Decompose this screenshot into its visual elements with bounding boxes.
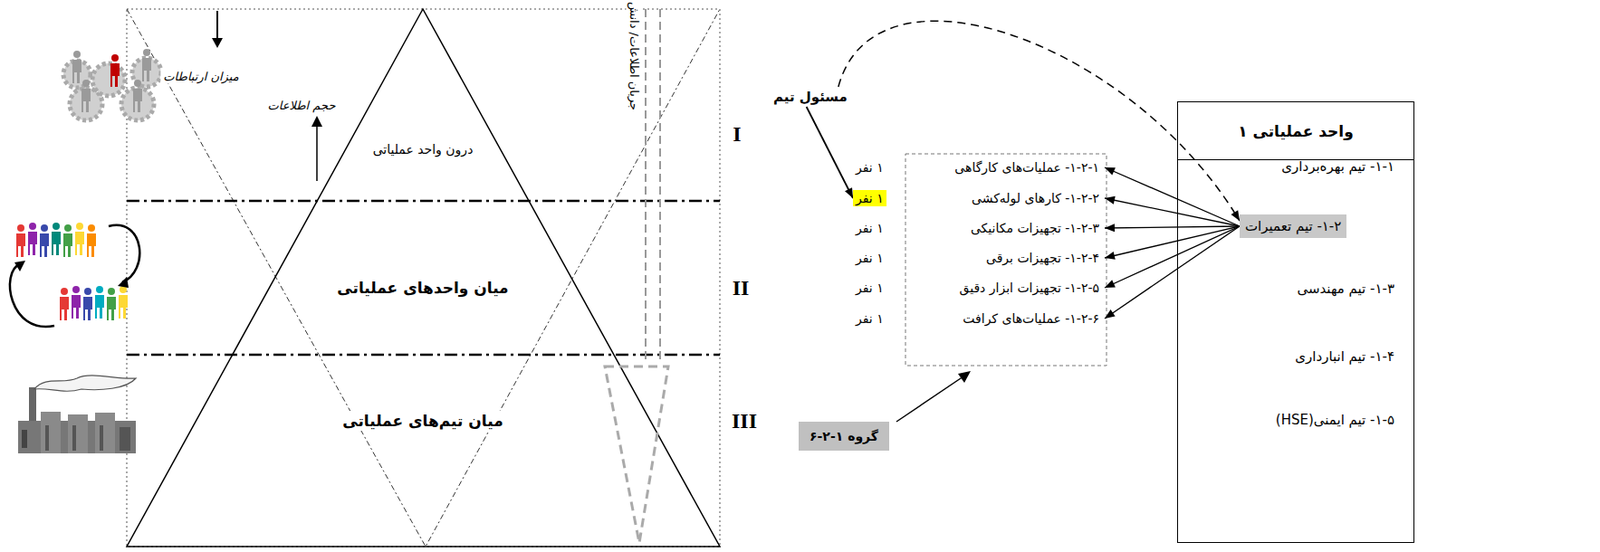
node-text: ۱-۵- تیم ایمنی(HSE) — [1275, 411, 1395, 429]
connector-line — [838, 20, 1240, 221]
headcount: ۱ نفر — [852, 279, 887, 297]
task-name: ۱-۲-۳- تجهیزات مکانیکی — [970, 220, 1100, 236]
node-text: ۱-۲- تیم تعمیرات — [1245, 218, 1342, 235]
flow-line — [644, 9, 647, 361]
connector — [1104, 167, 1240, 227]
team-label: ۱-۵- تیم ایمنی(HSE) — [1270, 408, 1400, 432]
level-divider — [126, 200, 720, 203]
flow-label: جریان اطلاعات/ دانش — [626, 0, 642, 114]
connector — [1104, 196, 1240, 227]
people-circle-icon — [9, 222, 140, 327]
group-box — [905, 153, 1107, 366]
arrow-head — [844, 187, 853, 199]
connector — [1104, 226, 1240, 288]
headcount: ۱ نفر — [852, 310, 887, 327]
arrow-head — [1104, 309, 1116, 319]
flow-line — [659, 9, 662, 361]
node-text: مسئول تیم — [773, 88, 848, 106]
task-row: ۱-۲-۴- تجهیزات برقی ۱ نفر — [852, 246, 1103, 270]
node-text: ۱-۱- تیم بهره‌برداری — [1281, 158, 1395, 175]
task-name: ۱-۲-۵- تجهیزات ابزار دقیق — [959, 280, 1100, 296]
arrow-head — [1104, 251, 1116, 260]
headcount: ۱ نفر — [852, 220, 887, 237]
task-row: ۱-۲-۳- تجهیزات مکانیکی ۱ نفر — [852, 216, 1103, 240]
connector — [806, 106, 853, 199]
connector — [838, 20, 1240, 221]
arrow-head — [1104, 167, 1116, 176]
flow-funnel — [604, 366, 669, 544]
connector-line — [1104, 226, 1240, 229]
task-name: ۱-۲-۴- تجهیزات برقی — [986, 250, 1100, 266]
task-row: ۱-۲-۲- کارهای لوله‌کشی ۱ نفر — [852, 186, 1103, 211]
node-text: ۱-۴- تیم انبارداری — [1294, 348, 1395, 365]
task-name: ۱-۲-۱- عملیات‌های کارگاهی — [954, 160, 1100, 175]
unit-title: واحد عملیاتی ۱ — [1178, 102, 1414, 160]
task-name: ۱-۲-۲- کارهای لوله‌کشی — [971, 191, 1100, 206]
arrow-head — [311, 115, 323, 127]
arrow-head — [1104, 279, 1116, 288]
team-label: ۱-۱- تیم بهره‌برداری — [1275, 154, 1400, 179]
node-text: گروه ۱-۲-۶ — [809, 429, 879, 444]
team-label: ۱-۳- تیم مهندسی — [1291, 277, 1400, 301]
task-row: ۱-۲-۶- عملیات‌های کرافت ۱ نفر — [852, 306, 1103, 331]
connector — [1104, 226, 1240, 319]
arrow-head — [1104, 196, 1116, 205]
level-label: میان واحدهای عملیاتی — [334, 277, 511, 298]
level-label: درون واحد عملیاتی — [370, 141, 477, 158]
up-arrow — [316, 124, 318, 182]
level-number: II — [729, 275, 753, 302]
connector — [1104, 226, 1240, 260]
headcount: ۱ نفر — [852, 190, 887, 207]
headcount: ۱ نفر — [852, 249, 887, 267]
arrow-head — [958, 371, 971, 384]
arrow-head — [1104, 223, 1115, 232]
down-arrow — [216, 10, 219, 40]
task-row: ۱-۲-۱- عملیات‌های کارگاهی ۱ نفر — [852, 155, 1103, 180]
task-row: ۱-۲-۵- تجهیزات ابزار دقیق ۱ نفر — [852, 276, 1103, 300]
level-number: I — [729, 121, 744, 148]
level-number: III — [728, 408, 760, 435]
unit-box: واحد عملیاتی ۱۱-۱- تیم بهره‌برداری ۱-۲- ت… — [1177, 101, 1415, 544]
arrow-head — [211, 38, 223, 48]
task-name: ۱-۲-۶- عملیات‌های کرافت — [962, 311, 1100, 326]
headcount: ۱ نفر — [852, 159, 887, 176]
connector-line — [1104, 226, 1240, 319]
node-text: ۱-۳- تیم مهندسی — [1296, 280, 1395, 298]
connector-line — [806, 106, 853, 199]
axis-label: میزان ارتباطات — [160, 68, 241, 85]
connector-line — [1104, 167, 1240, 227]
team-lead-label: مسئول تیم — [771, 86, 850, 107]
people-gears-icon — [63, 48, 162, 121]
group-tag: گروه ۱-۲-۶ — [798, 421, 890, 451]
connector-line — [1104, 226, 1240, 259]
team-label: ۱-۴- تیم انبارداری — [1289, 344, 1400, 369]
axis-label: حجم اطلاعات — [265, 97, 339, 114]
team-label: ۱-۲- تیم تعمیرات — [1239, 214, 1347, 239]
leader-line — [896, 376, 964, 422]
connector-line — [1104, 198, 1240, 227]
level-divider — [126, 354, 720, 357]
level-label: میان تیم‌های عملیاتی — [339, 411, 506, 432]
arrow-head — [1230, 210, 1240, 221]
connector-line — [1104, 226, 1240, 288]
factory-icon — [18, 375, 136, 454]
